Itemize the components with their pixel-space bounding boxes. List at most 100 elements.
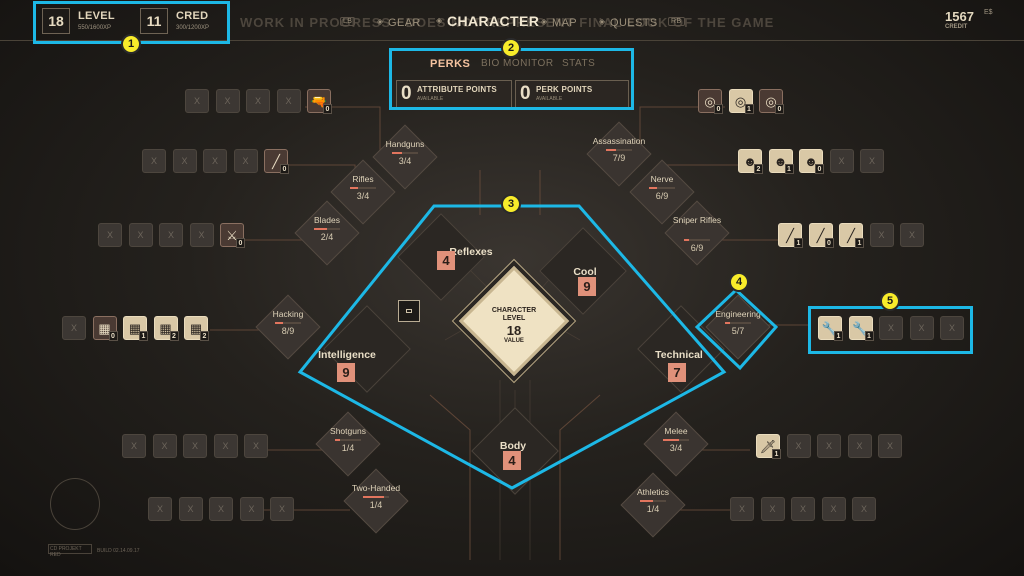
tab-perks[interactable]: PERKS xyxy=(430,58,471,70)
perk-engineering-5[interactable]: X xyxy=(940,316,964,340)
perk-sniper-rifles-4[interactable]: X xyxy=(869,223,894,247)
locked-icon: X xyxy=(242,155,249,166)
perk-athletics-5[interactable]: X xyxy=(852,497,876,521)
skill-melee-progress xyxy=(663,439,689,441)
skill-melee-name: Melee xyxy=(664,426,688,436)
nav-quests[interactable]: QUESTS xyxy=(610,17,658,29)
attribute-intelligence-name: Intelligence xyxy=(318,349,376,361)
nav-map[interactable]: MAP xyxy=(552,17,578,29)
perk-hacking-4[interactable]: ▦2 xyxy=(153,316,179,341)
perk-blades-2[interactable]: X xyxy=(128,223,153,247)
perk-handguns-5[interactable]: 🔫0 xyxy=(307,89,332,114)
cred-xp: 300/1200XP xyxy=(176,25,210,31)
locked-icon: X xyxy=(830,503,837,514)
perk-melee-1-count: 1 xyxy=(772,449,781,459)
perk-engineering-2[interactable]: 🔧1 xyxy=(848,316,874,341)
perk-nerve-5[interactable]: X xyxy=(860,149,884,173)
tab-stats[interactable]: STATS xyxy=(562,58,596,69)
perk-rifles-4[interactable]: X xyxy=(233,149,258,173)
perk-hacking-3[interactable]: ▦1 xyxy=(123,316,148,341)
nav-right-key[interactable]: RB xyxy=(668,17,685,26)
perk-hacking-1[interactable]: X xyxy=(62,316,86,340)
perk-sniper-rifles-3[interactable]: ╱1 xyxy=(839,223,864,248)
skill-assassination-name: Assassination xyxy=(592,136,646,146)
perk-shotguns-2[interactable]: X xyxy=(152,434,177,458)
perk-shotguns-1[interactable]: X xyxy=(122,434,146,458)
perk-melee-4[interactable]: X xyxy=(847,434,872,458)
tab-bio-monitor[interactable]: BIO MONITOR xyxy=(481,58,554,69)
perk-handguns-2[interactable]: X xyxy=(215,89,240,113)
perk-melee-3[interactable]: X xyxy=(817,434,841,458)
cred-value: 11 xyxy=(146,13,162,29)
perk-rifles-5[interactable]: ╱0 xyxy=(264,149,289,174)
perk-melee-5[interactable]: X xyxy=(878,434,902,458)
perk-hacking-5[interactable]: ▦2 xyxy=(184,316,209,341)
perk-rifles-1[interactable]: X xyxy=(142,149,166,173)
locked-icon: X xyxy=(878,229,885,240)
perk-handguns-3[interactable]: X xyxy=(246,89,270,113)
callout-marker-4: 4 xyxy=(729,272,749,292)
attribute-intelligence-value: 9 xyxy=(337,363,355,382)
perk-nerve-1[interactable]: ☻2 xyxy=(738,149,763,174)
level-xp: 550/1600XP xyxy=(78,25,112,31)
wip-watermark: WORK IN PROGRESS · DOES NOT REPRESENT FI… xyxy=(240,15,775,30)
perk-nerve-4[interactable]: X xyxy=(829,149,854,173)
nav-left-key[interactable]: LB xyxy=(340,17,356,26)
perk-blades-5[interactable]: ⚔0 xyxy=(220,223,245,248)
perk-athletics-1[interactable]: X xyxy=(730,497,754,521)
perk-rifles-2[interactable]: X xyxy=(172,149,197,173)
perk-blades-3[interactable]: X xyxy=(159,223,183,247)
locked-icon: X xyxy=(137,229,144,240)
perk-two-handed-3[interactable]: X xyxy=(209,497,233,521)
perk-nerve-2[interactable]: ☻1 xyxy=(768,149,794,174)
perk-handguns-4[interactable]: X xyxy=(276,89,301,113)
perk-engineering-3[interactable]: X xyxy=(879,316,903,340)
nav-character[interactable]: CHARACTER xyxy=(447,13,540,29)
locked-icon: X xyxy=(217,503,224,514)
perk-two-handed-1[interactable]: X xyxy=(148,497,172,521)
perk-sniper-rifles-2-count: 0 xyxy=(824,238,834,248)
credit-unit: E$ xyxy=(984,9,993,16)
perk-handguns-1[interactable]: X xyxy=(185,89,209,113)
perk-athletics-4[interactable]: X xyxy=(821,497,846,521)
credit-value: 1567 xyxy=(945,9,974,24)
callout-marker-3: 3 xyxy=(501,194,521,214)
perk-athletics-3[interactable]: X xyxy=(791,497,815,521)
perk-sniper-rifles-2[interactable]: ╱0 xyxy=(808,223,834,248)
skill-athletics-progress xyxy=(640,500,666,502)
perk-engineering-4[interactable]: X xyxy=(909,316,934,340)
perk-assassination-2[interactable]: ◎1 xyxy=(728,89,754,114)
perk-two-handed-2[interactable]: X xyxy=(178,497,203,521)
skill-rifles-name: Rifles xyxy=(352,174,374,184)
perk-athletics-2[interactable]: X xyxy=(760,497,785,521)
perk-assassination-3[interactable]: ◎0 xyxy=(759,89,784,114)
perk-shotguns-4[interactable]: X xyxy=(213,434,238,458)
perk-assassination-1[interactable]: ◎0 xyxy=(698,89,723,114)
attribute-reflexes-name: Reflexes xyxy=(449,246,493,258)
perk-melee-2[interactable]: X xyxy=(786,434,811,458)
perk-engineering-1[interactable]: 🔧1 xyxy=(818,316,843,341)
perk-shotguns-5[interactable]: X xyxy=(244,434,268,458)
perk-melee-1[interactable]: 🗡1 xyxy=(756,434,781,459)
skill-handguns-progress xyxy=(392,152,418,154)
perk-two-handed-5[interactable]: X xyxy=(270,497,294,521)
perk-sniper-rifles-1[interactable]: ╱1 xyxy=(778,223,803,248)
perk-sniper-rifles-5[interactable]: X xyxy=(900,223,924,247)
perk-rifles-3[interactable]: X xyxy=(203,149,227,173)
perk-two-handed-4[interactable]: X xyxy=(239,497,264,521)
level-value-box: 18 xyxy=(42,8,70,34)
perk-shotguns-3[interactable]: X xyxy=(183,434,207,458)
perk-engineering-1-count: 1 xyxy=(834,331,843,341)
perk-blades-1[interactable]: X xyxy=(98,223,122,247)
perk-hacking-2[interactable]: ▦0 xyxy=(92,316,118,341)
skill-two-handed-progress xyxy=(363,496,389,498)
core-line1: CHARACTER xyxy=(491,307,537,314)
attribute-points-value: 0 xyxy=(401,83,412,104)
target-icon: ◎ xyxy=(765,93,777,109)
attribute-cool-name: Cool xyxy=(573,266,597,278)
perk-engineering-2-count: 1 xyxy=(864,331,874,341)
perk-blades-4[interactable]: X xyxy=(189,223,214,247)
perk-nerve-3[interactable]: ☻0 xyxy=(799,149,824,174)
nav-gear[interactable]: GEAR xyxy=(388,17,421,29)
cred-value-box: 11 xyxy=(140,8,168,34)
